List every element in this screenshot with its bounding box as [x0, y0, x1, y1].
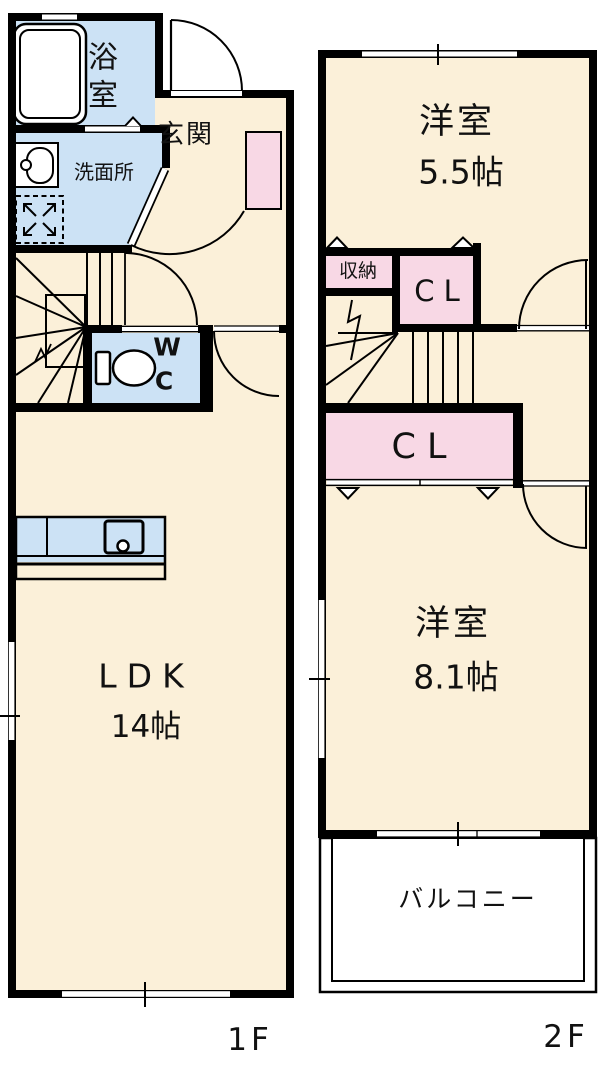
label-storage: 収納: [339, 260, 377, 282]
label-balcony: バルコニー: [398, 885, 538, 914]
bathtub: [12, 22, 88, 126]
doors-1f: [124, 19, 280, 397]
storage-door-marker: [324, 236, 350, 249]
label-room-lower: 洋室: [415, 604, 491, 644]
openings-1f: [0, 14, 279, 1007]
wc-sliding-door: [122, 325, 198, 333]
closet-upper-door-marker: [449, 236, 477, 249]
doors-2f: [518, 259, 589, 549]
closet-upper-area: [400, 256, 473, 324]
bath-door-marker: [124, 116, 142, 127]
hall-door-arc: [124, 252, 198, 326]
openings-2f: [309, 44, 589, 846]
kitchen-counter: [14, 515, 167, 581]
label-ldk: LDK: [98, 657, 193, 696]
room-upper-doorway: [517, 324, 589, 332]
closet-lower-sliding-door: [326, 478, 513, 487]
label-room-lower-size: 8.1帖: [413, 658, 498, 697]
label-floor-2f: 2F: [543, 1019, 589, 1055]
toilet: [94, 349, 157, 387]
kitchen-sink: [103, 519, 145, 555]
washroom-door-arc: [130, 210, 245, 256]
room-lower-doorway: [523, 480, 589, 487]
stair-direction-mark: [346, 299, 362, 361]
balcony: [318, 836, 598, 994]
stair-break-mark: [34, 343, 52, 363]
storage-area: [326, 256, 392, 288]
label-bath-1: 浴: [88, 41, 118, 76]
label-bath-2: 室: [88, 79, 118, 114]
ldk-left-window: [8, 642, 15, 740]
label-closet-upper: C L: [414, 274, 460, 308]
closet-lower-marker-left: [335, 487, 361, 500]
stairs-1f: [15, 253, 113, 404]
floor-1f: 浴 室 洗面所 玄関 W C LDK 14帖 1F: [0, 13, 294, 1058]
floor1-footprint: [8, 13, 294, 998]
bath-window: [42, 14, 77, 20]
label-wc-1: W: [153, 333, 181, 362]
label-floor-1f: 1F: [227, 1022, 273, 1058]
ldk-door-arc: [213, 330, 280, 397]
entrance-door-arc: [170, 19, 243, 92]
label-closet-lower: C L: [391, 427, 447, 467]
floor-2f: 洋室 5.5帖 収納 C L C L 洋室 8.1帖 バルコニー 2F: [309, 44, 598, 1055]
label-ldk-size: 14帖: [111, 709, 181, 745]
bath-door-gap: [85, 126, 140, 132]
shoe-cabinet: [245, 131, 282, 210]
label-room-upper-size: 5.5帖: [418, 153, 503, 192]
room-upper-window: [362, 51, 517, 57]
room-upper-door-arc: [518, 259, 589, 330]
entrance-doorway: [171, 91, 242, 97]
stairs-2f: [325, 299, 474, 404]
vanity-sink: [12, 142, 59, 188]
label-washroom: 洗面所: [74, 160, 134, 184]
label-entrance: 玄関: [158, 120, 214, 150]
kitchen-faucet: [116, 539, 130, 553]
closet-lower-area: [326, 413, 513, 479]
label-wc-2: C: [155, 367, 173, 396]
closet-lower-marker-right: [475, 487, 501, 500]
label-room-upper: 洋室: [419, 102, 495, 142]
ldk-doorway: [214, 325, 279, 333]
room-lower-door-arc: [522, 483, 588, 549]
